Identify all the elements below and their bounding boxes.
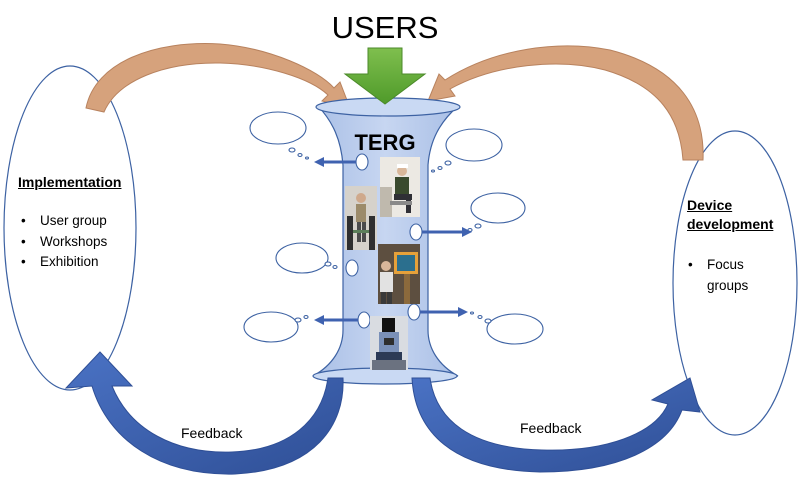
feedback-right-label: Feedback (520, 420, 582, 436)
terg-label: TERG (354, 130, 416, 155)
right-feedback-arrow (411, 377, 701, 473)
left-feedback-arrow (64, 351, 344, 475)
photo-seated-user (380, 157, 420, 217)
implementation-heading: Implementation (18, 174, 122, 190)
thought-cloud-1 (249, 111, 310, 160)
bubble-2 (409, 223, 423, 241)
list-item: User group (18, 211, 107, 232)
device-heading-line2: development (687, 216, 774, 232)
device-heading-line1: Device (687, 197, 733, 213)
users-down-arrow (343, 47, 427, 105)
list-item: Workshops (18, 232, 107, 253)
implementation-list: User group Workshops Exhibition (18, 211, 107, 273)
thought-cloud-5 (243, 311, 309, 343)
thought-cloud-2 (430, 128, 503, 173)
terg-funnel (312, 105, 460, 377)
device-list: Focus groups (685, 255, 765, 296)
right-tan-arrow (427, 45, 704, 161)
photo-walking-user (345, 186, 377, 250)
bubble-3 (345, 259, 359, 277)
photo-touchscreen-user (378, 244, 420, 304)
left-tan-arrow (85, 43, 351, 113)
users-title: USERS (331, 10, 439, 45)
thought-cloud-3 (467, 192, 526, 233)
bubble-5 (407, 303, 421, 321)
bubble-1 (355, 153, 369, 171)
thought-cloud-6 (469, 311, 544, 345)
thought-cloud-4 (275, 242, 338, 274)
bubble-4 (357, 311, 371, 329)
list-item: Exhibition (18, 252, 107, 273)
feedback-left-label: Feedback (181, 425, 243, 441)
list-item: Focus groups (685, 255, 765, 296)
photo-device-user (370, 316, 408, 370)
